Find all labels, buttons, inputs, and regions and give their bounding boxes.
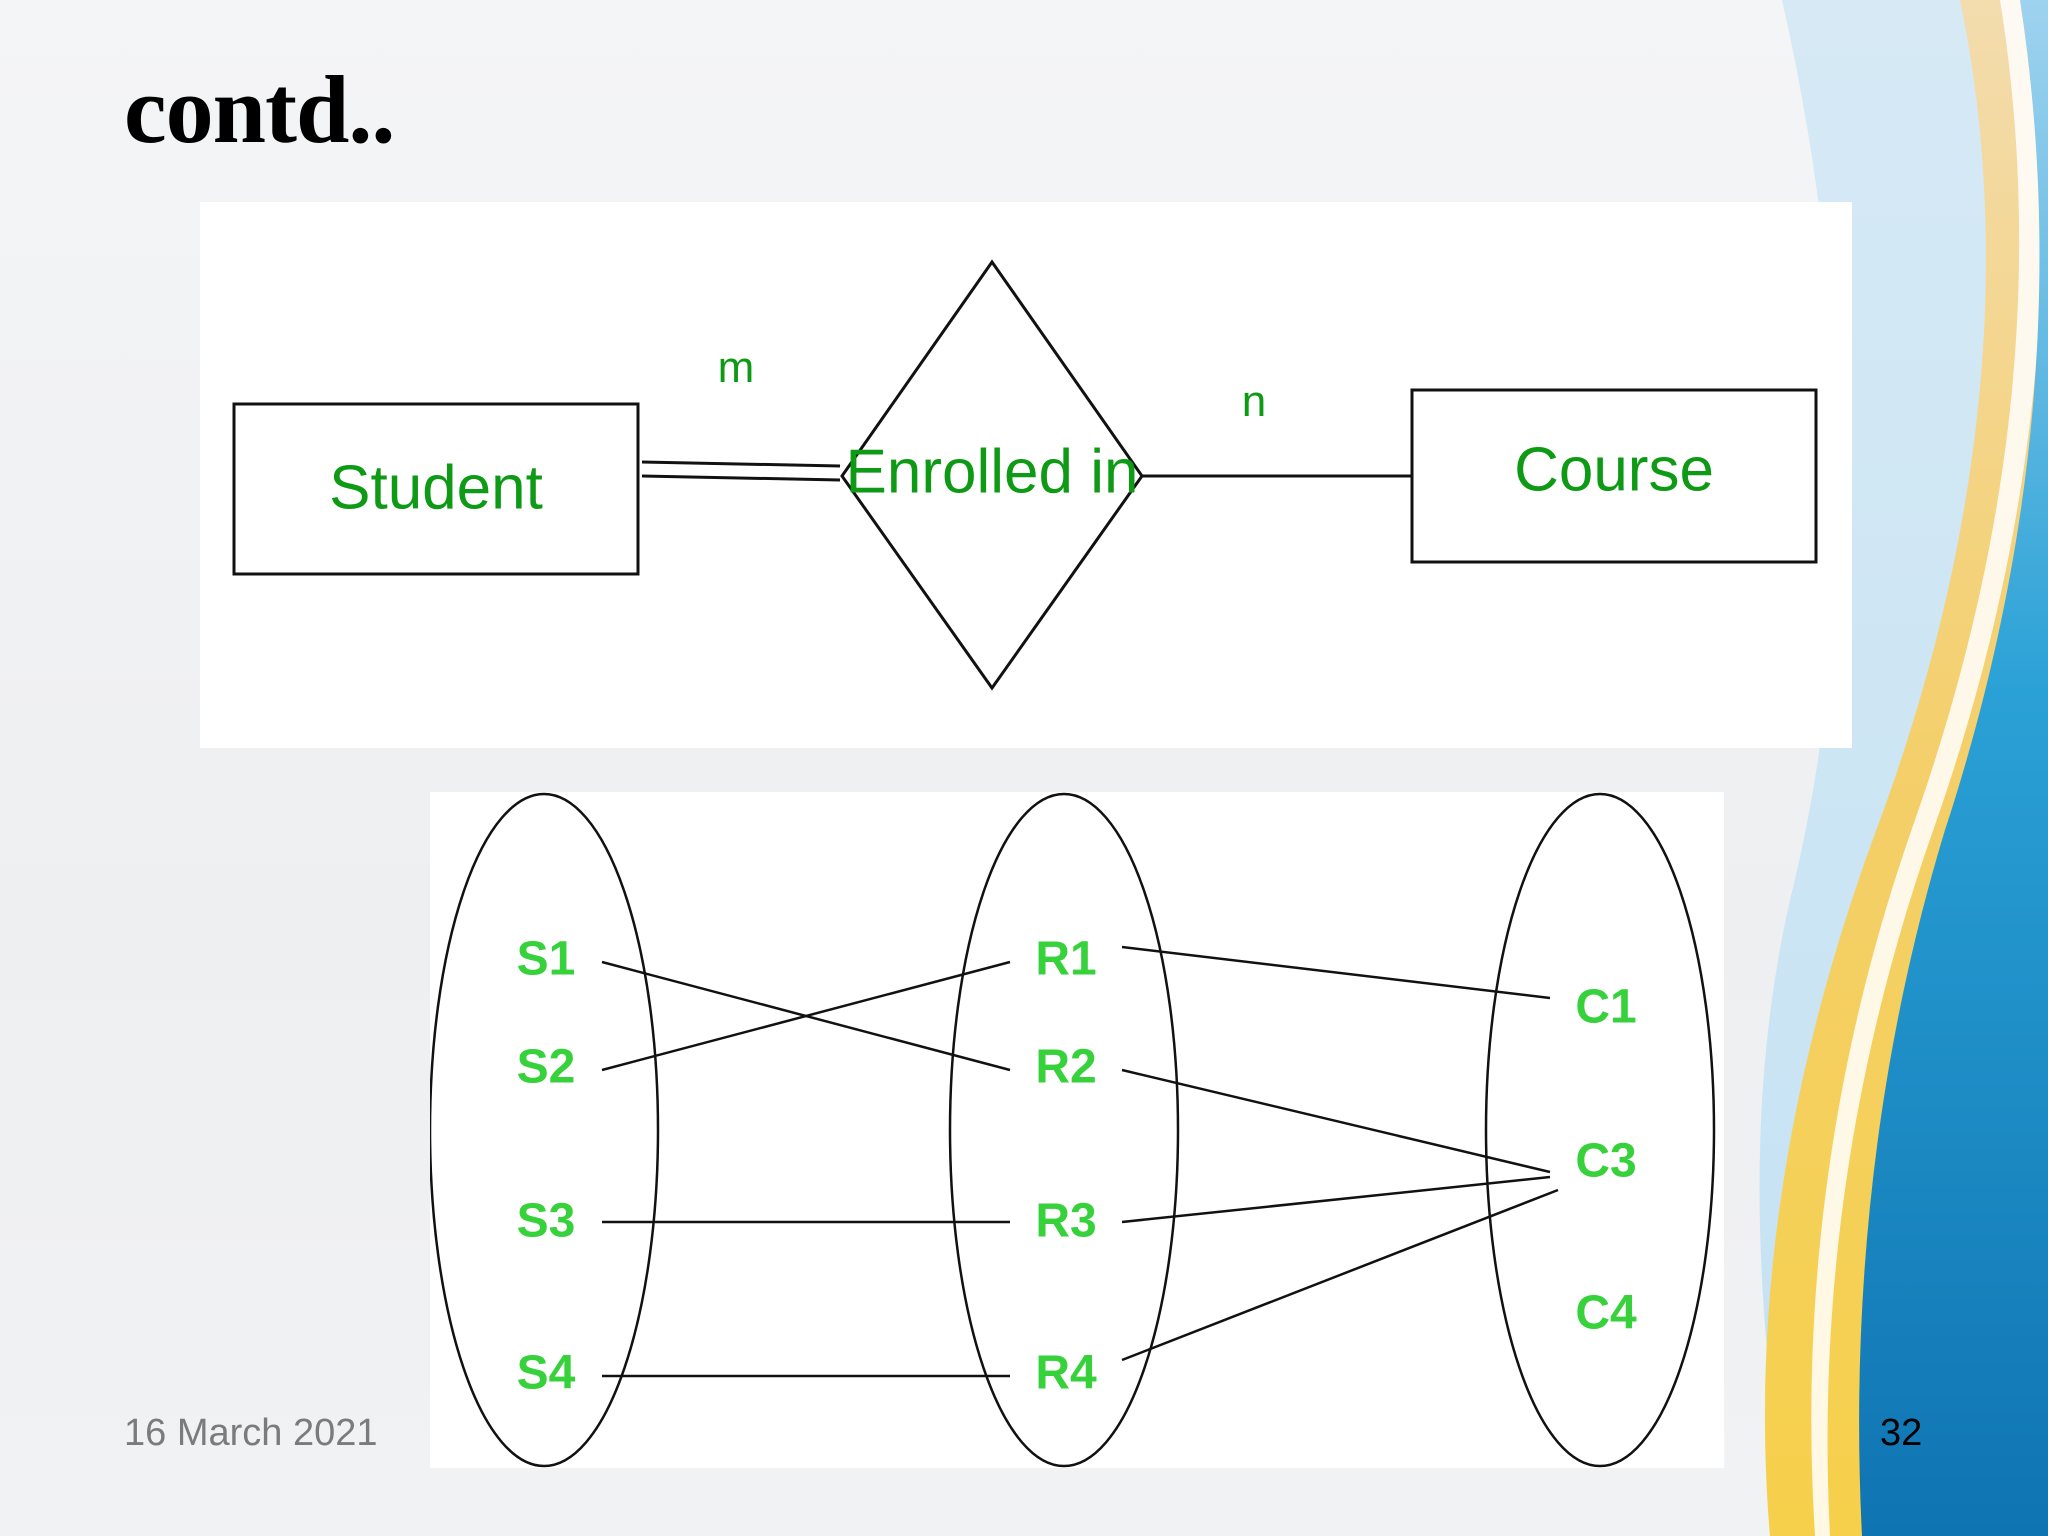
course-label-c1: C1 <box>1575 981 1636 1034</box>
link-r3-c3 <box>1121 1175 1551 1224</box>
student-set-ellipse <box>430 792 660 1468</box>
relationship-label-r3: R3 <box>1035 1195 1096 1248</box>
student-relationship-line-2 <box>641 474 841 482</box>
link-r2-c3 <box>1121 1068 1551 1174</box>
er-diagram: Student m Enrolled in n Course <box>232 259 1818 691</box>
set-diagram-panel: S1 S2 S3 S4 R1 R2 R3 R4 C1 C3 C4 <box>430 792 1724 1468</box>
cardinality-n-label: n <box>1242 377 1266 426</box>
relationship-label-r4: R4 <box>1035 1347 1097 1400</box>
student-relationship-line-1 <box>641 460 841 468</box>
course-entity-label: Course <box>1514 435 1714 504</box>
relationship-label: Enrolled in <box>846 437 1139 506</box>
student-label-s4: S4 <box>517 1347 576 1400</box>
course-label-c4: C4 <box>1575 1287 1637 1340</box>
student-label-s3: S3 <box>517 1195 576 1248</box>
set-diagram: S1 S2 S3 S4 R1 R2 R3 R4 C1 C3 C4 <box>430 792 1716 1468</box>
page-number: 32 <box>1880 1412 1923 1454</box>
wave-white-stripe <box>1811 0 2043 1536</box>
course-set-ellipse <box>1484 792 1716 1468</box>
slide-title: contd.. <box>124 56 395 163</box>
relationship-label-r2: R2 <box>1035 1041 1096 1094</box>
link-r4-c3 <box>1121 1188 1559 1362</box>
enrolled-in-relationship-diamond <box>840 259 1144 691</box>
er-diagram-panel: Student m Enrolled in n Course <box>200 202 1852 748</box>
student-label-s1: S1 <box>517 933 576 986</box>
relationship-set-ellipse <box>948 792 1180 1468</box>
course-label-c3: C3 <box>1575 1135 1636 1188</box>
course-entity-box <box>1410 388 1818 564</box>
student-entity-box <box>232 402 640 576</box>
relationship-label-r1: R1 <box>1035 933 1096 986</box>
student-label-s2: S2 <box>517 1041 576 1094</box>
link-s2-r1 <box>601 960 1011 1072</box>
student-entity-label: Student <box>329 453 543 522</box>
footer-date: 16 March 2021 <box>124 1412 378 1454</box>
cardinality-m-label: m <box>718 343 755 392</box>
wave-blue <box>1859 0 2048 1536</box>
link-r1-c1 <box>1121 945 1551 1000</box>
